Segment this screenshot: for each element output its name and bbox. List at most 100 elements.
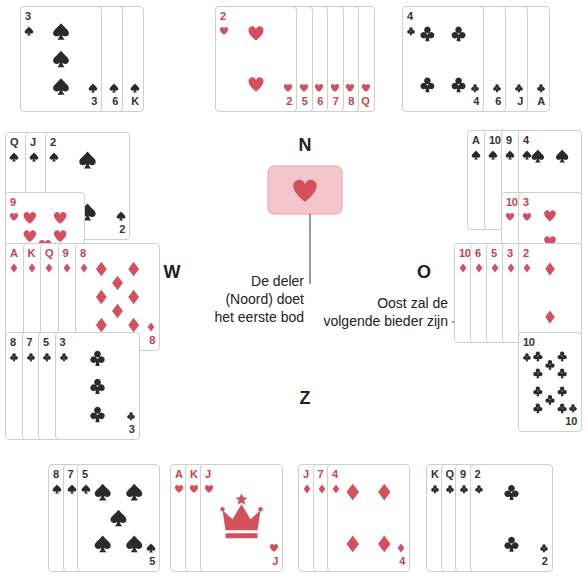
suit-pip (533, 403, 542, 413)
suit-pip (533, 368, 542, 378)
leader-line (310, 214, 311, 284)
corner-suit (523, 353, 531, 361)
bid-box (268, 166, 342, 214)
card-rank: 8 (10, 336, 16, 349)
card-rank: 3 (507, 247, 513, 260)
suit-pip (90, 379, 104, 394)
card-rank: 3 (25, 10, 31, 23)
suit-pip (96, 318, 107, 332)
playing-card: 55 (77, 464, 160, 572)
card-rank: 4 (407, 10, 413, 23)
corner-suit (304, 485, 311, 494)
card-rank: 10 (489, 134, 501, 147)
card-rank: 4 (523, 134, 529, 147)
corner-suit (537, 84, 545, 92)
card-rank: K (190, 468, 198, 481)
suit-pip (96, 290, 107, 304)
bid-heart (293, 180, 316, 202)
corner-suit (330, 84, 338, 92)
card-rank: 7 (318, 468, 324, 481)
corner-suit (67, 485, 76, 494)
suit-pip (452, 27, 466, 42)
card-rank: 7 (333, 95, 339, 108)
corner-suit (89, 84, 98, 93)
suit-pip (79, 152, 95, 169)
suit-pip (347, 484, 359, 501)
card-rank: 3 (129, 423, 135, 436)
card-rank: 10 (565, 415, 577, 428)
card-face (402, 6, 484, 112)
card-rank: 4 (332, 468, 338, 481)
card-rank: J (30, 136, 36, 149)
card-face (55, 332, 140, 440)
corner-suit (493, 84, 501, 92)
suit-pip (112, 304, 123, 318)
card-rank: 8 (149, 334, 155, 347)
corner-suit (27, 353, 35, 361)
card-rank: A (537, 95, 545, 108)
card-rank: 6 (495, 95, 501, 108)
suit-pip (95, 536, 111, 553)
card-rank: J (303, 468, 309, 481)
corner-suit (117, 212, 126, 221)
suit-pip (248, 77, 263, 91)
corner-suit (318, 485, 325, 494)
suit-pip (128, 262, 139, 276)
seat-label: W (164, 261, 181, 283)
corner-suit (50, 153, 59, 162)
corner-suit (299, 84, 307, 92)
card-rank: 2 (475, 468, 481, 481)
corner-suit (82, 485, 91, 494)
corner-suit (148, 323, 155, 332)
corner-suit (460, 485, 468, 493)
card-rank: 10 (523, 336, 535, 349)
card-rank: 9 (63, 247, 69, 260)
suit-pip (95, 484, 111, 501)
card-rank: 5 (302, 95, 308, 108)
corner-suit (175, 485, 183, 493)
crown-picture (220, 493, 262, 538)
card-rank: 2 (286, 95, 292, 108)
suit-pip (545, 263, 555, 276)
suit-pip (54, 230, 66, 242)
suit-pip (24, 212, 36, 224)
suit-pip (126, 484, 142, 501)
corner-suit (407, 27, 415, 35)
playing-card: 44 (402, 6, 484, 112)
corner-suit (398, 544, 405, 553)
corner-suit (10, 153, 19, 162)
corner-suit (524, 264, 531, 273)
seat-label: N (299, 134, 312, 156)
card-face (215, 6, 297, 112)
corner-suit (489, 151, 498, 160)
card-rank: 10 (459, 247, 471, 260)
card-rank: 6 (317, 95, 323, 108)
card-rank: 10 (506, 196, 518, 209)
seat-label: O (417, 261, 431, 283)
card-face (77, 464, 160, 572)
card-rank: Q (10, 136, 18, 149)
playing-card: 33 (20, 6, 102, 112)
suit-pip (128, 290, 139, 304)
card-rank: 6 (475, 247, 481, 260)
corner-suit (46, 264, 53, 273)
suit-pip (558, 403, 567, 413)
card-rank: 5 (43, 336, 49, 349)
corner-suit (127, 412, 135, 420)
corner-suit (515, 84, 523, 92)
card-rank: 3 (91, 95, 97, 108)
suit-pip (545, 360, 554, 370)
suit-pip (558, 368, 567, 378)
corner-suit (147, 544, 156, 553)
card-rank: J (272, 555, 278, 568)
card-rank: 5 (149, 555, 155, 568)
corner-suit (81, 264, 88, 273)
corner-suit (472, 151, 481, 160)
corner-suit (460, 264, 467, 273)
corner-suit (284, 84, 292, 92)
suit-pip (556, 150, 568, 163)
suit-pip (558, 351, 567, 361)
card-face (327, 464, 410, 572)
